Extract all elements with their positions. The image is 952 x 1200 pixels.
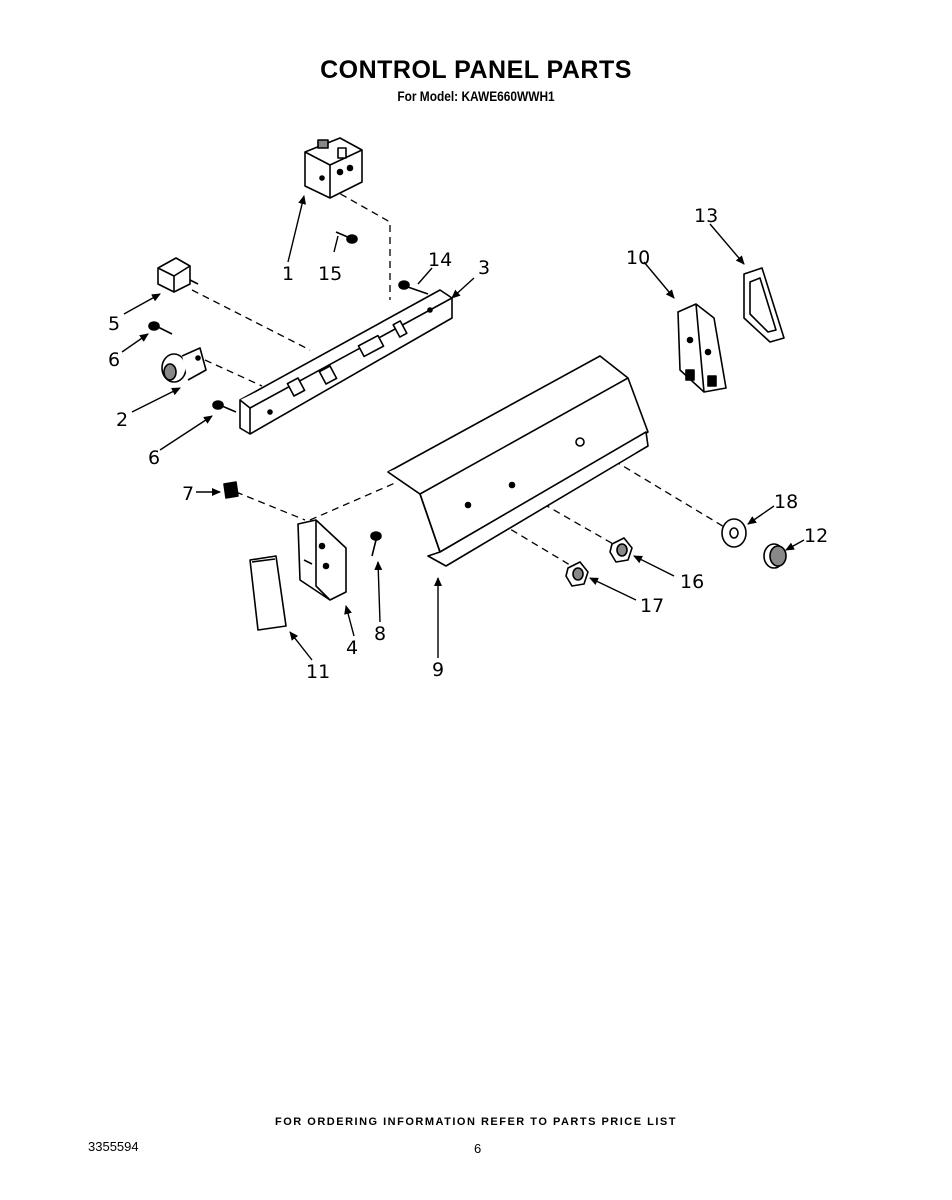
leader-lines <box>121 195 805 661</box>
callout-1: 1 <box>282 263 294 285</box>
callout-2: 2 <box>116 409 128 431</box>
part-16-knob <box>609 537 633 563</box>
part-9-console-panel <box>387 355 649 567</box>
part-6-screw-upper <box>148 321 173 335</box>
callout-18: 18 <box>774 491 798 513</box>
part-14-screw <box>398 280 429 295</box>
ordering-note: FOR ORDERING INFORMATION REFER TO PARTS … <box>275 1116 677 1128</box>
callout-13: 13 <box>694 205 718 227</box>
part-7-clip <box>223 481 239 499</box>
part-10-right-end-cap <box>677 303 727 393</box>
callout-4: 4 <box>346 637 358 659</box>
callout-10: 10 <box>626 247 650 269</box>
callout-11: 11 <box>306 661 330 683</box>
part-5-switch <box>157 257 199 293</box>
part-18-washer <box>721 518 747 548</box>
part-1-timer-block <box>304 137 363 199</box>
part-11-left-trim <box>249 555 287 631</box>
part-15-screw <box>335 231 358 244</box>
callout-labels: 1 15 14 3 10 13 5 6 2 6 7 18 12 16 17 8 … <box>108 205 828 683</box>
page-number: 6 <box>474 1141 482 1156</box>
model-subtitle: For Model: KAWE660WWH1 <box>397 88 555 104</box>
part-3-control-bracket <box>239 289 453 435</box>
callout-9: 9 <box>432 659 444 681</box>
part-2-rotary-switch <box>161 347 207 383</box>
part-8-screw <box>370 531 382 557</box>
document-number: 3355594 <box>88 1139 139 1154</box>
callout-7: 7 <box>182 483 194 505</box>
callout-6-lower: 6 <box>148 447 160 469</box>
callout-14: 14 <box>428 249 452 271</box>
callout-16: 16 <box>680 571 704 593</box>
callout-12: 12 <box>804 525 828 547</box>
callout-17: 17 <box>640 595 664 617</box>
callout-5: 5 <box>108 313 120 335</box>
callout-3: 3 <box>478 257 490 279</box>
part-13-right-trim <box>743 267 785 343</box>
part-12-knob <box>763 543 787 569</box>
part-17-knob <box>565 561 589 587</box>
part-4-left-end-cap <box>297 519 347 601</box>
part-6-screw-lower <box>212 400 237 413</box>
page-title: CONTROL PANEL PARTS <box>320 56 632 84</box>
callout-6-upper: 6 <box>108 349 120 371</box>
callout-8: 8 <box>374 623 386 645</box>
callout-15: 15 <box>318 263 342 285</box>
